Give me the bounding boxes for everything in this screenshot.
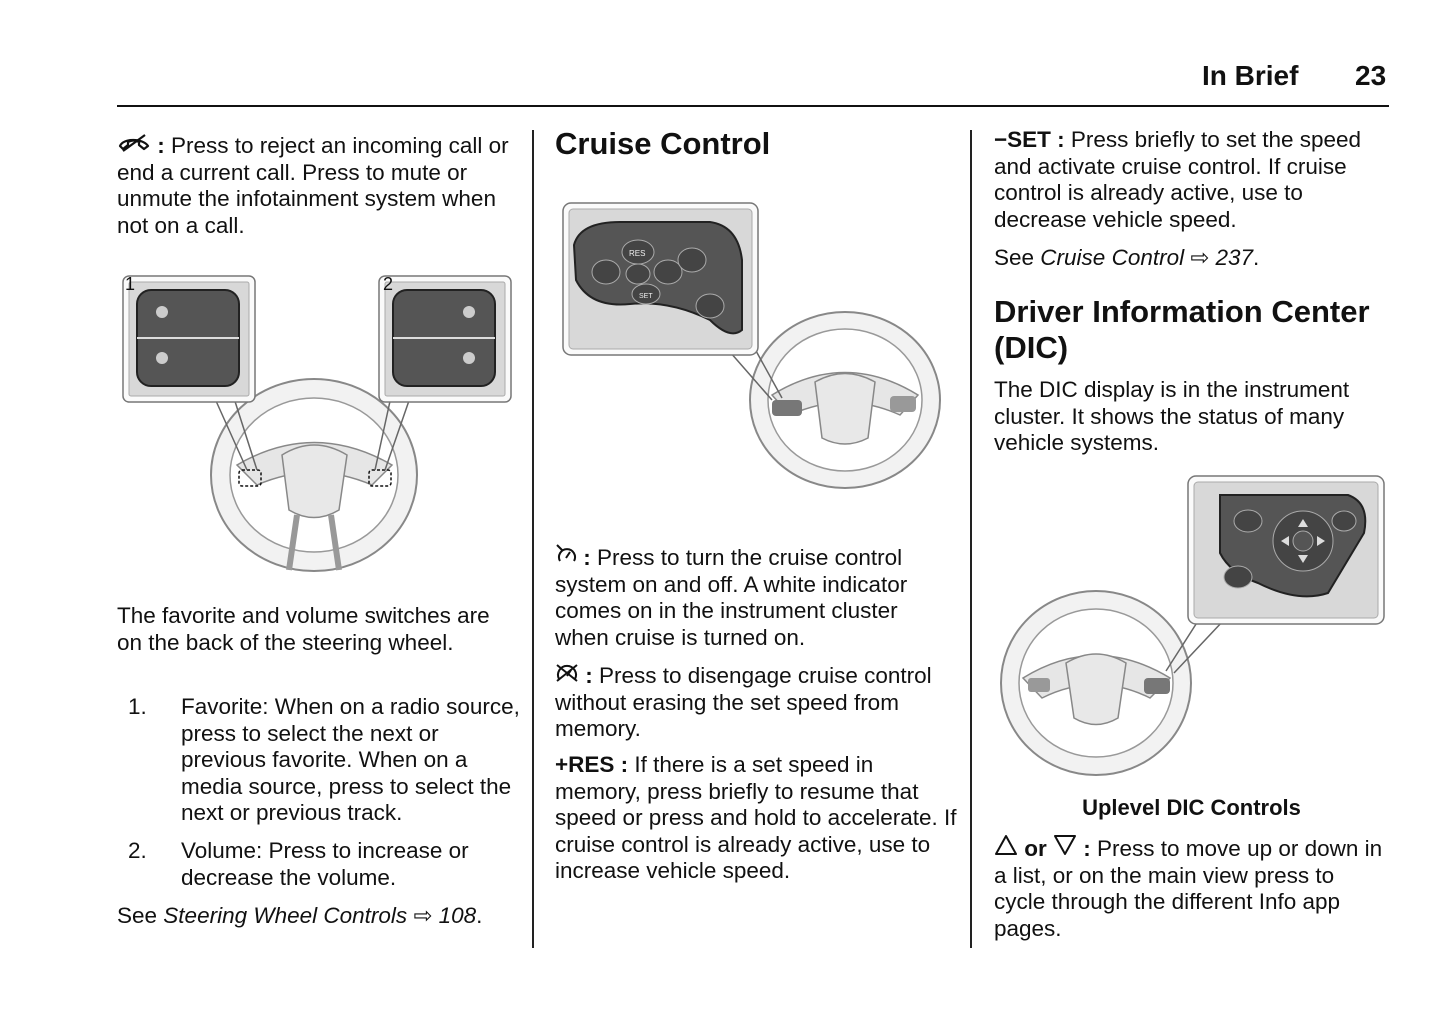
set-button-label: SET: [639, 293, 653, 300]
list-item-text: Favorite: When on a radio source, press …: [181, 694, 520, 825]
list-item-number: 2.: [128, 838, 147, 863]
dic-heading: Driver Information Center (DIC): [994, 294, 1370, 365]
set-text: Press briefly to set the speed and activ…: [994, 127, 1362, 232]
dic-figure-caption: Uplevel DIC Controls: [1082, 795, 1301, 820]
list-item-number: 1.: [128, 694, 147, 719]
cross-reference-link[interactable]: Steering Wheel Controls: [163, 903, 408, 928]
figure-label-1: 1: [125, 274, 136, 294]
set-label: −SET :: [994, 127, 1071, 152]
reject-call-paragraph: : Press to reject an incoming call or en…: [117, 133, 517, 239]
res-button-label: RES: [629, 249, 645, 258]
dic-controls-figure: [998, 473, 1388, 783]
or-text: or: [1018, 836, 1054, 861]
section-title: In Brief: [1202, 60, 1299, 91]
page-number: 23: [1355, 60, 1387, 91]
phone-hangup-icon: [117, 133, 151, 160]
up-down-separator: :: [1077, 836, 1098, 861]
cancel-separator: :: [579, 663, 599, 688]
page-ref-arrow-icon: ⇨: [413, 903, 433, 928]
see-suffix: .: [1253, 245, 1260, 270]
up-down-paragraph: or : Press to move up or down in a list,…: [994, 834, 1389, 942]
column-divider-right: [970, 130, 972, 948]
column-divider-left: [532, 130, 534, 948]
cross-reference-link[interactable]: Cruise Control: [1040, 245, 1185, 270]
steering-wheel-switches-figure: 1 2: [117, 270, 517, 590]
set-paragraph: −SET : Press briefly to set the speed an…: [994, 127, 1389, 233]
cruise-cancel-paragraph: : Press to disengage cruise control with…: [555, 661, 955, 743]
on-off-separator: :: [577, 545, 597, 570]
page-ref-arrow-icon: ⇨: [1190, 245, 1210, 270]
triangle-down-icon: [1053, 834, 1077, 863]
cancel-text: Press to disengage cruise control withou…: [555, 663, 932, 741]
triangle-up-icon: [994, 834, 1018, 863]
see-steering-wheel-controls: See Steering Wheel Controls ⇨ 108.: [117, 903, 527, 930]
res-paragraph: +RES : If there is a set speed in memory…: [555, 752, 960, 885]
page-ref-number[interactable]: 237: [1215, 245, 1254, 270]
list-item-text: Volume: Press to increase or decrease th…: [181, 838, 469, 890]
cruise-on-off-paragraph: : Press to turn the cruise control syste…: [555, 543, 955, 651]
cruise-cancel-icon: [555, 661, 579, 690]
page-ref-number[interactable]: 108: [438, 903, 477, 928]
see-prefix: See: [994, 245, 1041, 270]
reject-call-text: Press to reject an incoming call or end …: [117, 133, 509, 238]
switches-paragraph: The favorite and volume switches are on …: [117, 603, 490, 655]
cruise-control-figure: RES SET: [560, 200, 955, 515]
cruise-control-heading: Cruise Control: [555, 126, 771, 161]
see-cruise-control: See Cruise Control ⇨ 237.: [994, 245, 1389, 272]
res-text: If there is a set speed in memory, press…: [555, 752, 957, 883]
res-label: +RES :: [555, 752, 635, 777]
list-item: 1. Favorite: When on a radio source, pre…: [128, 694, 528, 825]
on-off-text: Press to turn the cruise control system …: [555, 545, 908, 650]
cruise-on-off-icon: [555, 543, 577, 572]
see-prefix: See: [117, 903, 164, 928]
up-down-text: Press to move up or down in a list, or o…: [994, 836, 1383, 941]
see-suffix: .: [476, 903, 483, 928]
dic-paragraph: The DIC display is in the instrument clu…: [994, 377, 1350, 455]
list-item: 2. Volume: Press to increase or decrease…: [128, 838, 528, 894]
header-divider: [117, 105, 1389, 107]
figure-label-2: 2: [383, 274, 394, 294]
reject-call-separator: :: [151, 133, 171, 158]
